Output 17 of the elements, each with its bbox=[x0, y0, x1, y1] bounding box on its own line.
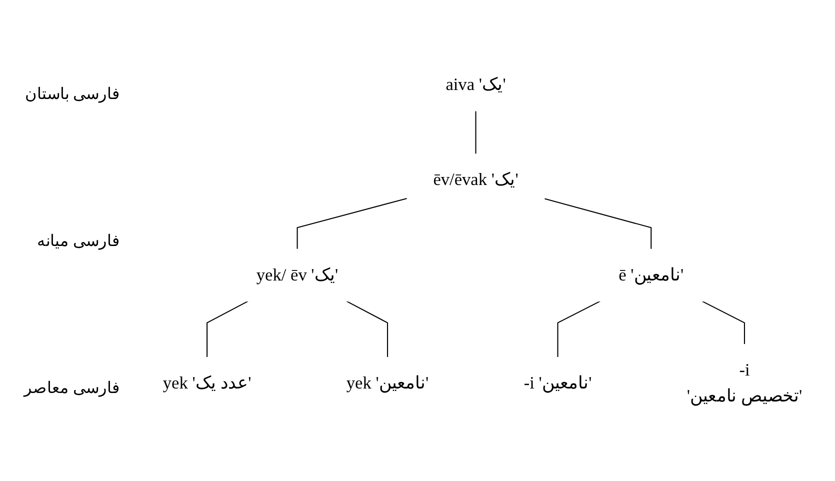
node-text: yek 'عدد یک' bbox=[162, 374, 252, 393]
period-label: فارسی باستان bbox=[24, 84, 121, 104]
node-text: yek/ ēv 'یک' bbox=[256, 266, 338, 285]
connector bbox=[475, 110, 476, 154]
connector bbox=[557, 300, 600, 358]
connector bbox=[346, 300, 388, 358]
connector bbox=[544, 198, 652, 250]
period-label: فارسی معاصر bbox=[22, 378, 121, 398]
node-text: aiva 'یک' bbox=[446, 75, 506, 94]
connector bbox=[296, 198, 408, 250]
period-label: فارسی میانه bbox=[36, 232, 121, 250]
node-text: -i 'نامعین' bbox=[524, 374, 592, 393]
node-text: yek 'نامعین' bbox=[346, 374, 429, 393]
connector bbox=[206, 300, 248, 358]
connector bbox=[702, 300, 745, 344]
node-text: ēv/ēvak 'یک' bbox=[433, 170, 518, 190]
node-text: ē 'نامعین' bbox=[618, 266, 684, 285]
